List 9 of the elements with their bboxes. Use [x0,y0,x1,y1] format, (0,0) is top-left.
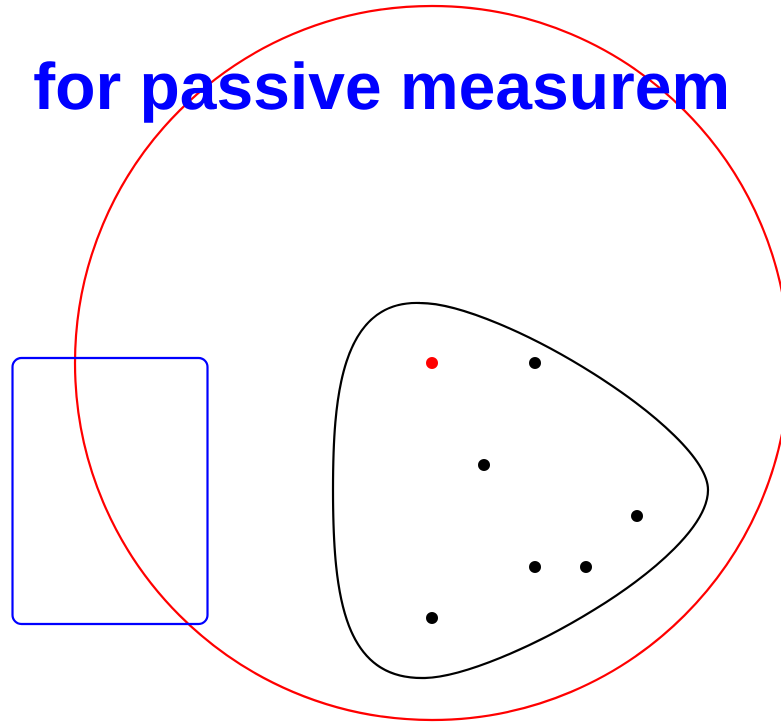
dot [426,356,438,369]
rounded-rectangle [11,356,209,626]
dot [529,560,541,573]
rounded-triangle [332,302,710,680]
dot [478,458,490,471]
dot [529,356,541,369]
dot [426,612,438,624]
dot [631,510,643,522]
dot [580,560,592,573]
